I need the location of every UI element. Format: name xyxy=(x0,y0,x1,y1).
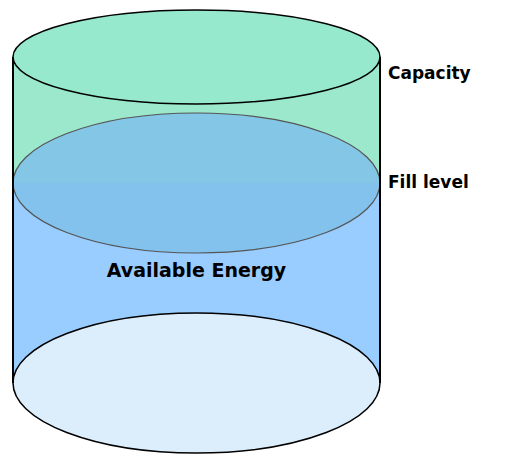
cylinder-side xyxy=(379,57,381,383)
side-label: Capacity xyxy=(388,63,471,83)
top-ellipse xyxy=(13,10,380,104)
energy-region: Available Energy xyxy=(15,248,378,292)
fill-level-ellipse xyxy=(13,113,380,253)
region-label: Available Energy xyxy=(107,259,286,281)
side-label: Fill level xyxy=(388,172,469,192)
cylinder-side xyxy=(12,57,14,383)
bottom-ellipse xyxy=(13,313,380,453)
